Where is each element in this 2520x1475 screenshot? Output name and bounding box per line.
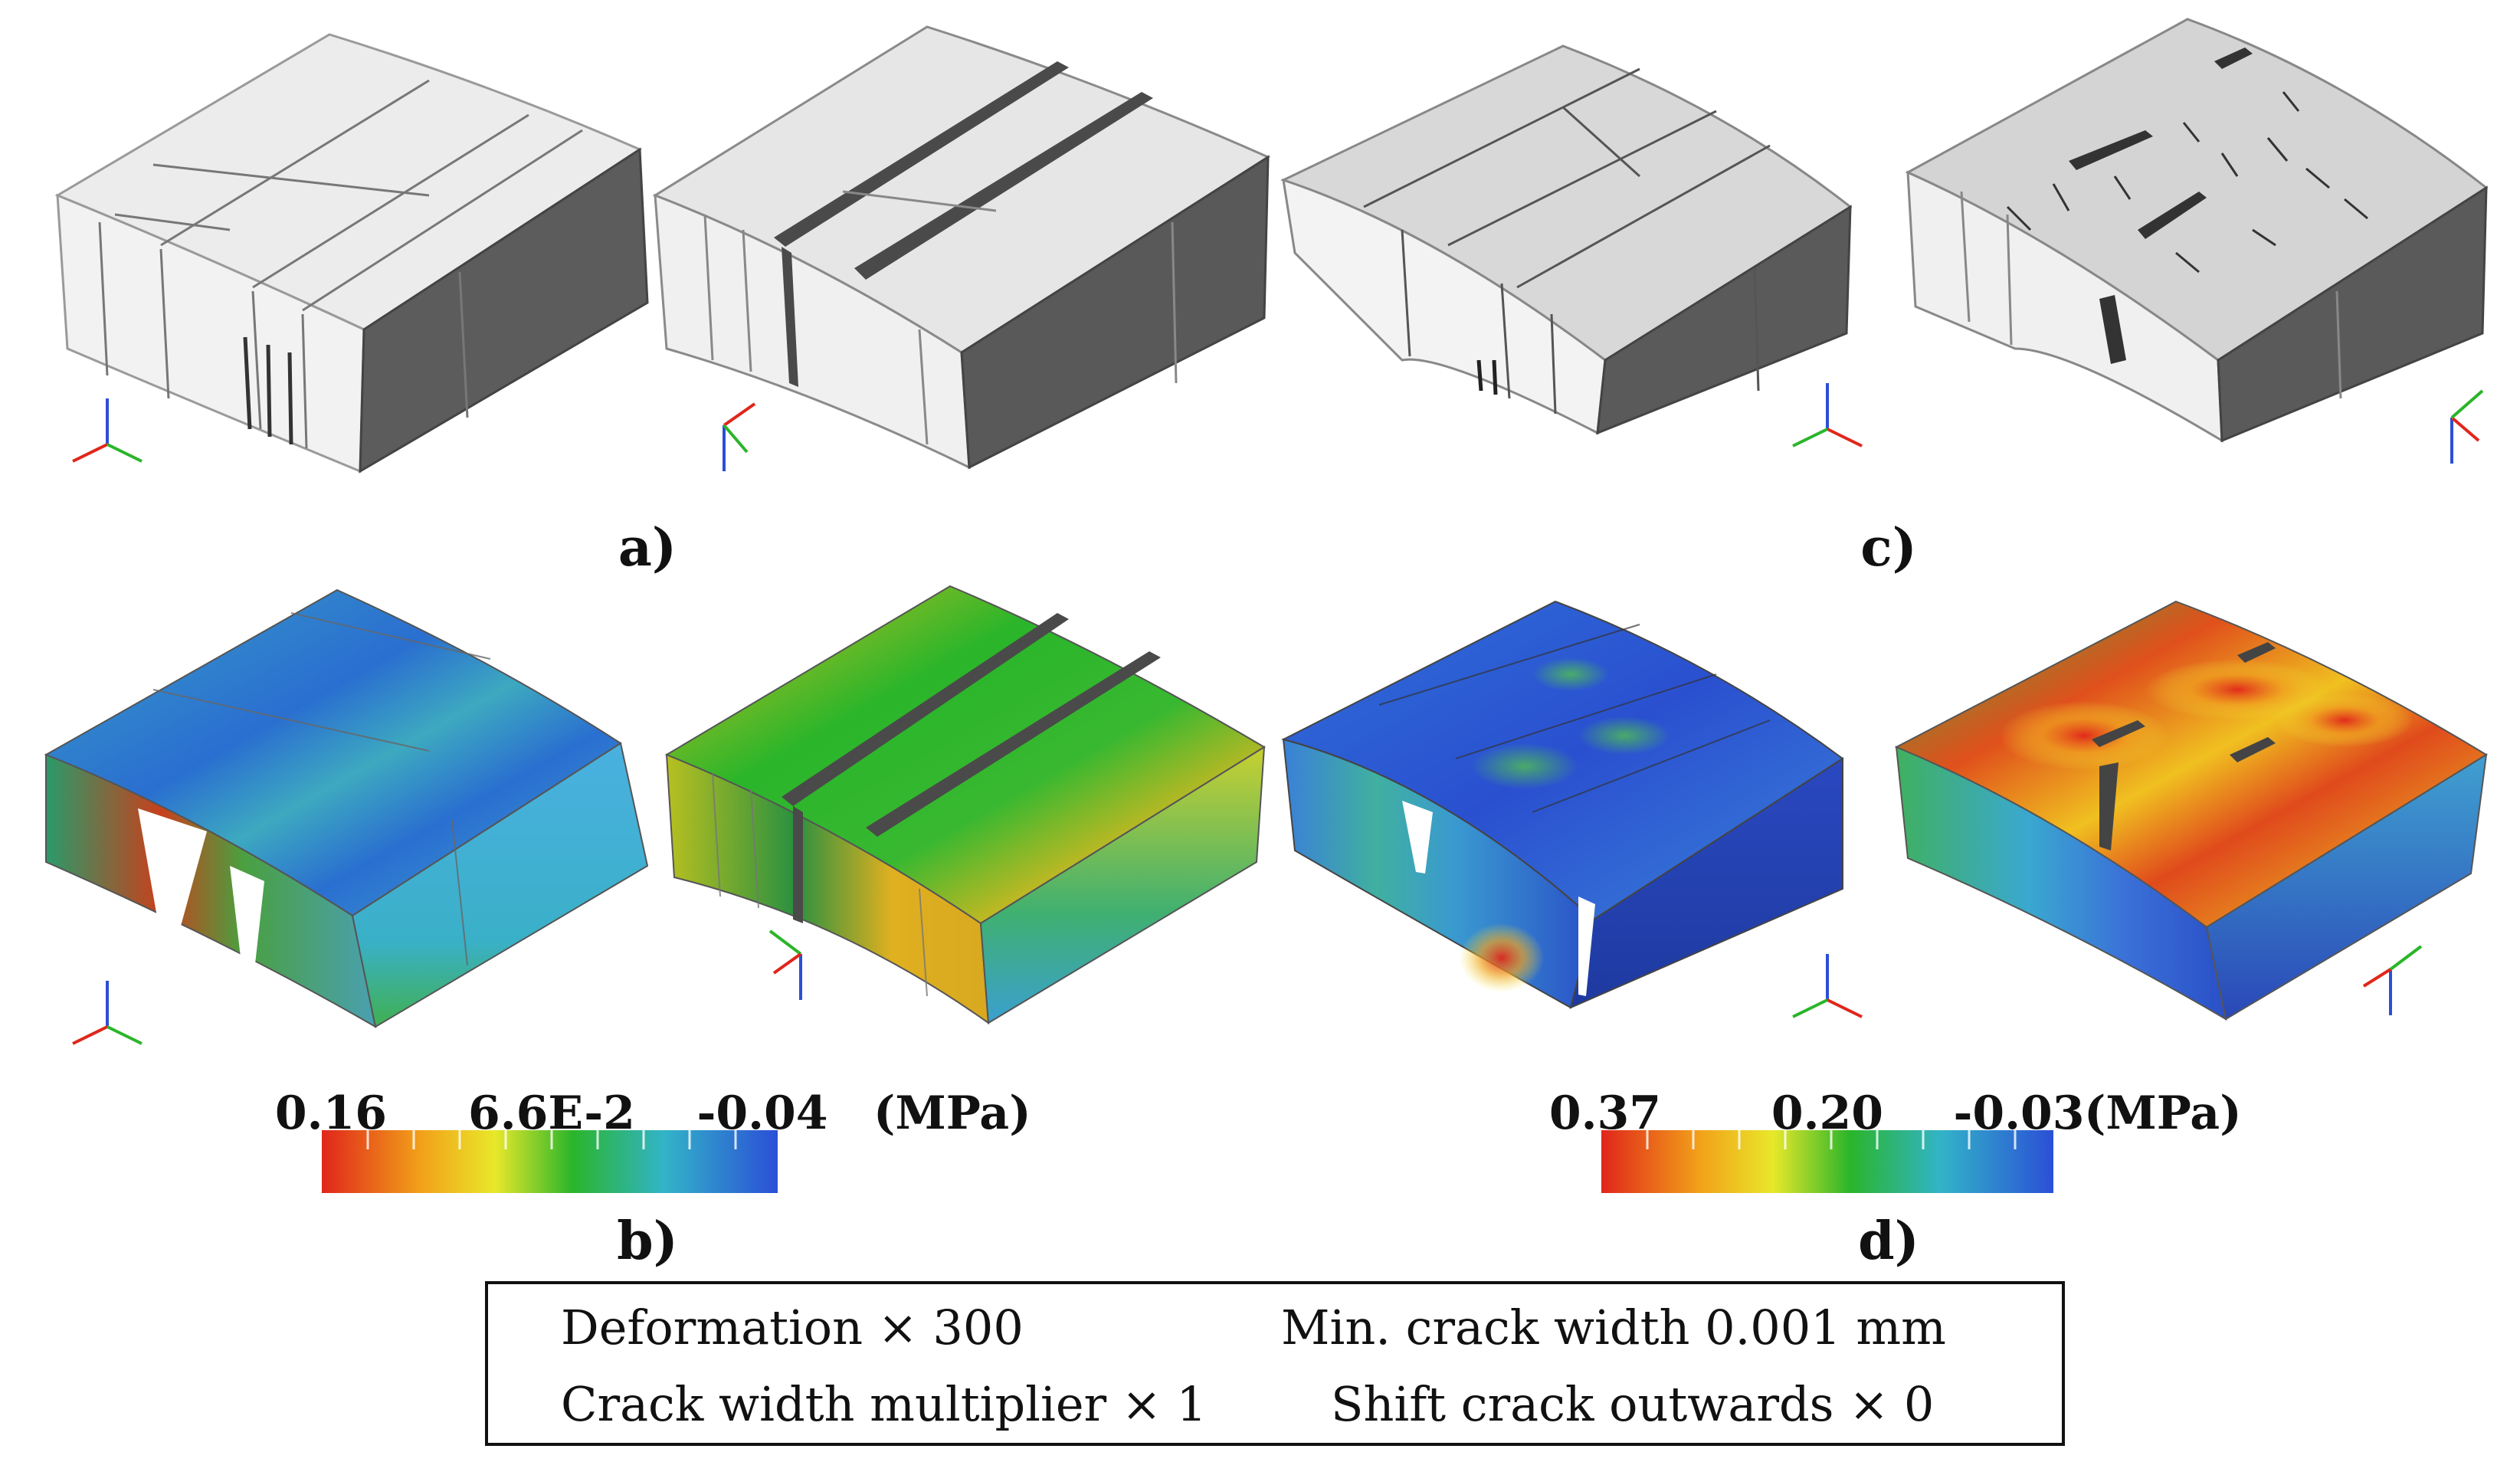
colorbar-d: 0.37 0.20 -0.03 (MPa) — [1549, 1087, 2242, 1193]
model-a-left — [54, 33, 649, 474]
colorbar-d-unit: (MPa) — [2084, 1087, 2242, 1140]
colorbar-b-unit: (MPa) — [873, 1087, 1031, 1140]
colorbar-b: 0.16 6.6E-2 -0.04 (MPa) — [275, 1087, 1031, 1193]
colorbar-d-mid: 0.20 — [1771, 1087, 1883, 1140]
model-a-right — [652, 25, 1271, 470]
panel-label-d: d) — [1858, 1211, 1919, 1272]
model-d-right — [1894, 600, 2488, 1021]
model-d-left — [1281, 600, 1844, 1009]
colorbar-d-min: -0.03 — [1953, 1087, 2084, 1140]
settings-legend-box: Deformation × 300 Min. crack width 0.001… — [485, 1281, 2065, 1446]
model-b-left — [44, 588, 649, 1028]
model-c-right — [1905, 18, 2489, 443]
legend-shift-crack-outwards: Shift crack outwards × 0 — [1331, 1376, 1935, 1432]
panel-label-c: c) — [1860, 517, 1917, 579]
colorbar-b-mid: 6.6E-2 — [468, 1087, 635, 1140]
legend-crack-width-multiplier: Crack width multiplier × 1 — [561, 1376, 1207, 1432]
colorbar-d-max: 0.37 — [1549, 1087, 1661, 1140]
axis-triads — [72, 383, 2484, 1045]
panel-label-b: b) — [617, 1211, 678, 1272]
panel-label-a: a) — [618, 517, 677, 579]
model-b-right — [664, 585, 1266, 1025]
legend-deformation: Deformation × 300 — [561, 1300, 1024, 1355]
colorbar-b-max: 0.16 — [275, 1087, 387, 1140]
model-c-left — [1280, 44, 1853, 435]
legend-min-crack-width: Min. crack width 0.001 mm — [1281, 1300, 1946, 1355]
colorbar-b-min: -0.04 — [696, 1087, 827, 1140]
